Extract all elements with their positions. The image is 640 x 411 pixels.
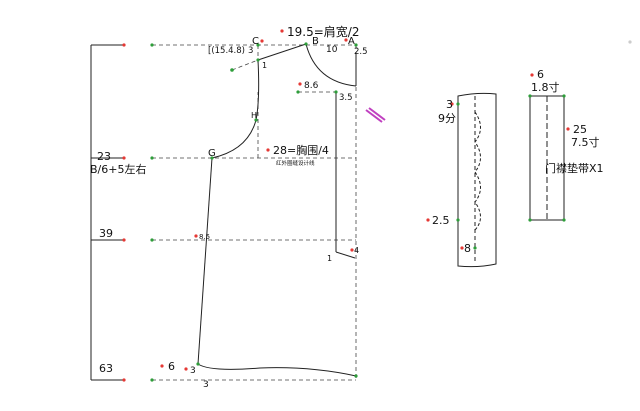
left-dimension-line: [90, 44, 124, 381]
label-three-hem-a: 3: [190, 366, 196, 376]
dimension-23: 23: [97, 150, 111, 163]
label-note: 红外圈缝设计线: [276, 159, 315, 167]
label-c: C: [252, 36, 259, 47]
strip1-nine-fen: 9分: [438, 112, 456, 125]
strip2-six: 6: [537, 68, 544, 81]
dimension-39: 39: [99, 227, 113, 240]
label-g: G: [208, 148, 216, 159]
label-ten: 10: [326, 45, 338, 55]
placket-strip-1: [457, 92, 497, 268]
label-one-bottom: 1: [327, 254, 332, 263]
label-eight-six: 8.6: [304, 81, 319, 91]
guide-lines: [152, 44, 357, 381]
label-four: 4: [354, 246, 359, 255]
bodice-outline: [197, 43, 357, 377]
strip1-three: 3: [446, 98, 453, 111]
facing-strip-2: [529, 95, 565, 221]
label-eight-five: 8.5: [199, 233, 210, 241]
label-three-hem-b: 3: [203, 380, 209, 390]
label-three-five: 3.5: [339, 93, 353, 103]
strip2-twenty-five: 25: [573, 123, 587, 136]
strip2-one-eight: 1.8寸: [531, 80, 560, 94]
strip2-seven-five: 7.5寸: [571, 135, 600, 149]
purple-marker: [365, 107, 386, 123]
label-chest: 28=胸围/4: [273, 143, 329, 157]
strip2-title: 门襟垫带X1: [545, 161, 604, 175]
label-b: B: [312, 36, 319, 47]
label-shoulder: 19.5=肩宽/2: [287, 24, 359, 39]
point-markers: [122, 29, 632, 382]
label-bracket: [(15.4.8): [208, 46, 245, 56]
label-six-hem: 6: [168, 360, 175, 373]
strip1-eight: 8: [464, 242, 471, 255]
label-two-five: 2.5: [354, 47, 368, 57]
dimension-63: 63: [99, 362, 113, 375]
label-a: A: [348, 36, 355, 47]
label-one-top: 1: [262, 61, 267, 70]
label-h: H: [251, 111, 257, 120]
strip1-two-five: 2.5: [432, 214, 450, 227]
label-three-top: 3: [248, 46, 253, 56]
dimension-formula: B/6+5左右: [90, 162, 146, 176]
